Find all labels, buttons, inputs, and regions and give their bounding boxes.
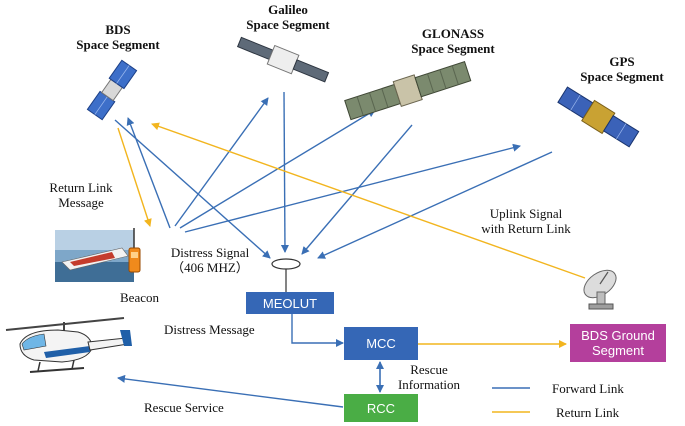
rcc-to-helicopter-arrow: [117, 374, 344, 408]
bds-ground-segment-box: BDS Ground Segment: [570, 324, 666, 362]
glonass-segment-label: GLONASS Space Segment: [411, 26, 495, 56]
return-links: [117, 122, 586, 279]
gps-segment-label: GPS Space Segment: [580, 54, 664, 84]
legend-forward-label: Forward Link: [552, 381, 624, 396]
forward-links-downlink: [114, 91, 553, 259]
uplink-signal-label: Uplink Signal with Return Link: [481, 206, 571, 236]
rcc-box: RCC: [344, 394, 418, 422]
gps-satellite-icon: [557, 86, 640, 148]
distress-message-label: Distress Message: [164, 322, 255, 337]
mcc-box: MCC: [344, 327, 418, 360]
rescue-service-label: Rescue Service: [144, 400, 224, 415]
ground-station-dish-icon: [583, 269, 617, 310]
sinking-ship-icon: [55, 230, 134, 282]
meolut-to-mcc-arrow: [291, 314, 344, 347]
rescue-information-label: Rescue Information: [397, 362, 461, 392]
helicopter-icon: [5, 317, 132, 373]
forward-links-uplink: [126, 97, 521, 233]
return-link-message-label: Return Link Message: [49, 180, 113, 210]
glonass-satellite-icon: [344, 61, 472, 121]
galileo-segment-label: Galileo Space Segment: [246, 2, 330, 32]
bds-segment-label: BDS Space Segment: [76, 22, 160, 52]
meolut-box: MEOLUT: [246, 292, 334, 314]
galileo-satellite-icon: [236, 36, 330, 83]
bds-satellite-icon: [86, 59, 138, 121]
distress-signal-label: Distress Signal （406 MHZ）: [170, 245, 250, 275]
beacon-icon: [128, 228, 141, 273]
legend-return-label: Return Link: [556, 405, 620, 420]
beacon-label: Beacon: [120, 290, 159, 305]
meolut-antenna-icon: [271, 258, 301, 292]
